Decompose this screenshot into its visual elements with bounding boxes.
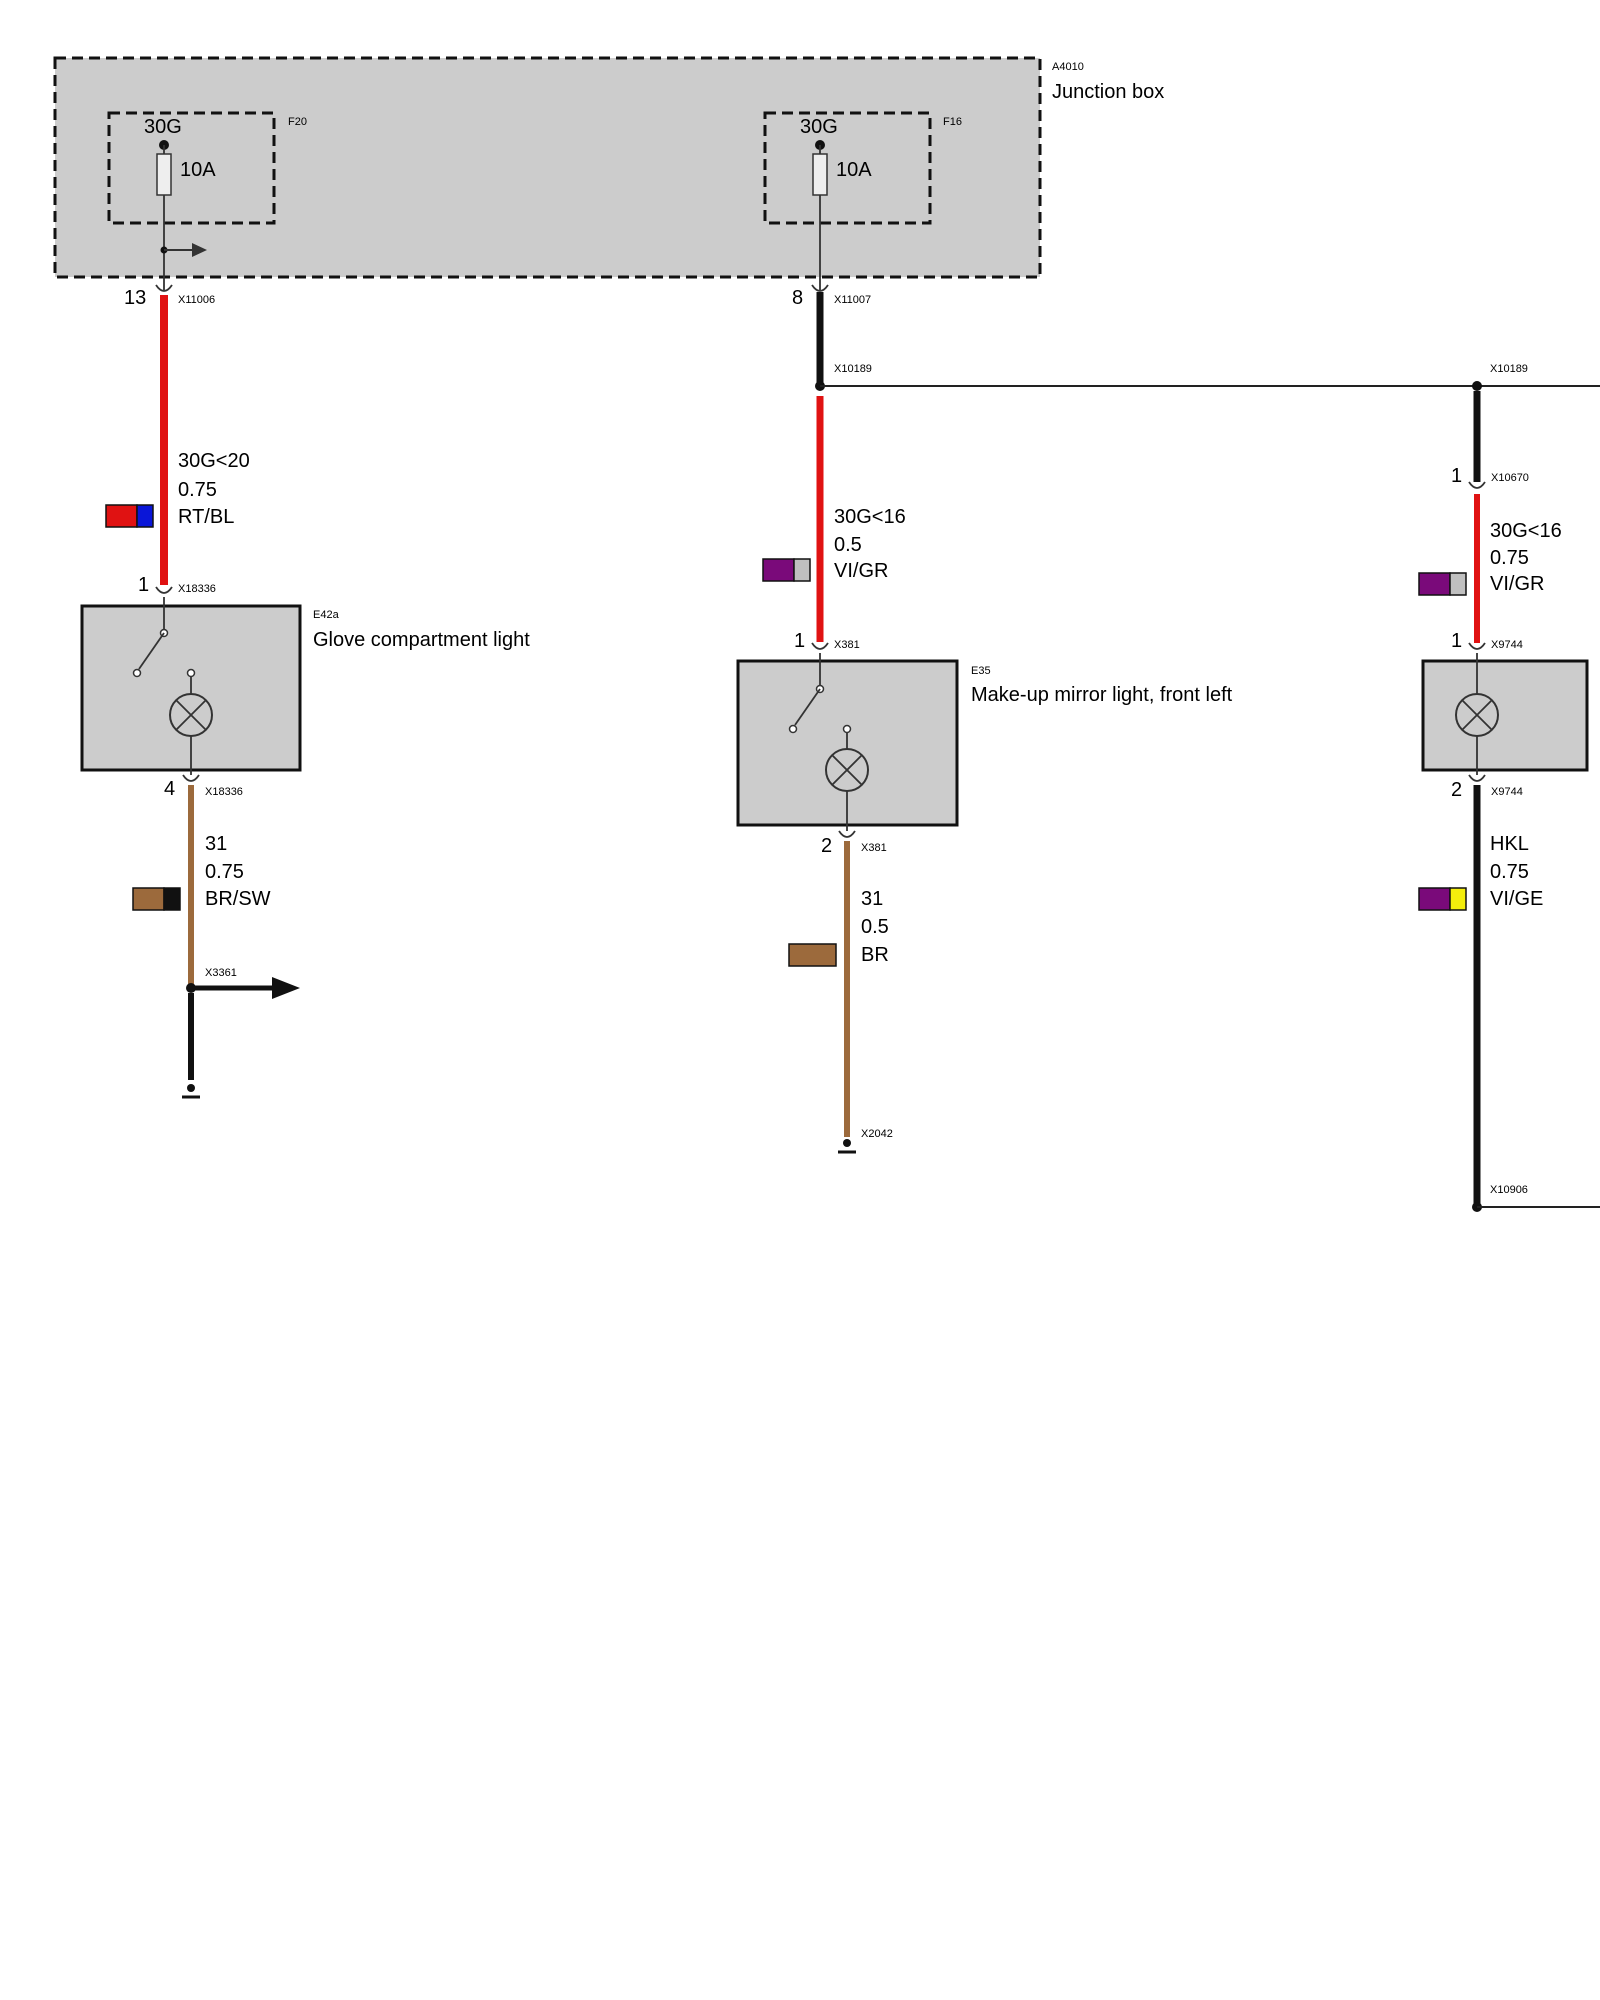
splice-x10189-right-id: X10189 xyxy=(1490,363,1528,375)
circuit-glove-compartment: 13 X11006 30G<20 0.75 RT/BL 1 X18336 E42… xyxy=(80,284,530,1099)
lamp-icon xyxy=(169,677,213,775)
connector-x18336-bottom-pin: 4 xyxy=(164,778,175,800)
component-e35-id: E35 xyxy=(971,665,991,677)
wire-size: 0.5 xyxy=(861,916,889,938)
wire-color-swatch xyxy=(1418,887,1467,911)
fuse-f16-rating: 10A xyxy=(836,159,872,181)
connector-x18336-bottom-id: X18336 xyxy=(205,786,243,798)
wire-color-code: BR/SW xyxy=(205,888,271,910)
wire-signal: 31 xyxy=(205,833,227,855)
wire-color-swatch xyxy=(762,558,811,582)
wire-color-code: BR xyxy=(861,944,889,966)
wire-color-swatch xyxy=(788,943,837,967)
fuse-f16: F16 30G 10A xyxy=(763,111,962,290)
fuse-f16-id: F16 xyxy=(943,116,962,128)
fuse-f20: F20 30G 10A xyxy=(107,111,307,290)
wire-signal: 30G<16 xyxy=(834,506,906,528)
connector-x18336-top-pin: 1 xyxy=(138,574,149,596)
lamp-icon xyxy=(1455,653,1499,775)
wire-size: 0.75 xyxy=(178,479,217,501)
wire-color-code: RT/BL xyxy=(178,506,234,528)
connector-x9744-top-id: X9744 xyxy=(1491,639,1523,651)
connector-x11007-id: X11007 xyxy=(834,294,871,306)
wire-size: 0.75 xyxy=(1490,861,1529,883)
connector-x9744-bottom-id: X9744 xyxy=(1491,786,1523,798)
connector-x10670-icon xyxy=(1468,481,1486,489)
connector-x11006-icon xyxy=(155,284,173,292)
connector-x11007-pin: 8 xyxy=(792,287,803,309)
wire-size: 0.5 xyxy=(834,534,862,556)
connector-x381-bottom-icon xyxy=(838,830,856,838)
wire-signal: 30G<16 xyxy=(1490,520,1562,542)
component-e42a-name: Glove compartment light xyxy=(313,629,530,651)
fuse-f20-terminal: 30G xyxy=(144,116,182,138)
connector-x18336-top-id: X18336 xyxy=(178,583,216,595)
junction-box-outline xyxy=(53,56,1042,279)
fuse-f20-outline xyxy=(107,111,276,225)
connector-x18336-bottom-icon xyxy=(182,774,200,782)
connector-x11007-icon xyxy=(811,284,829,292)
connector-x18336-top-icon xyxy=(155,586,173,594)
splice-x10189-right-dot xyxy=(1472,381,1482,391)
wire-color-code: VI/GR xyxy=(834,560,888,582)
circuit-right: X10189 1 X10670 30G<16 0.75 VI/GR 1 X974… xyxy=(1418,363,1600,1212)
wire-color-code: VI/GE xyxy=(1490,888,1543,910)
connector-x9744-bottom-pin: 2 xyxy=(1451,779,1462,801)
connector-x9744-bottom-icon xyxy=(1468,774,1486,782)
junction-box: A4010 Junction box F20 30G 10A F16 30G 1… xyxy=(53,56,1164,290)
wire-size: 0.75 xyxy=(205,861,244,883)
wire-signal: 31 xyxy=(861,888,883,910)
fuse-f20-rating: 10A xyxy=(180,159,216,181)
branch-arrow-icon xyxy=(192,243,207,257)
wire-signal: 30G<20 xyxy=(178,450,250,472)
connector-x9744-top-icon xyxy=(1468,642,1486,650)
junction-box-name: Junction box xyxy=(1052,81,1164,103)
switch-icon xyxy=(788,653,852,734)
lamp-icon xyxy=(825,733,869,831)
wire-color-swatch xyxy=(1418,572,1467,596)
wire-color-code: VI/GR xyxy=(1490,573,1544,595)
wire-signal: HKL xyxy=(1490,833,1529,855)
connector-x381-top-icon xyxy=(811,642,829,650)
ground-icon xyxy=(838,1139,856,1154)
switch-icon xyxy=(132,597,196,678)
component-right-box xyxy=(1421,659,1589,772)
splice-x3361-id: X3361 xyxy=(205,967,237,979)
junction-box-id: A4010 xyxy=(1052,61,1084,73)
wire-size: 0.75 xyxy=(1490,547,1529,569)
wire-color-swatch xyxy=(132,887,181,911)
connector-x10670-id: X10670 xyxy=(1491,472,1529,484)
ground-x2042-id: X2042 xyxy=(861,1128,893,1140)
circuit-mirror-light: 8 X11007 X10189 30G<16 0.5 VI/GR 1 X381 … xyxy=(736,284,1600,1154)
ground-icon xyxy=(182,1084,200,1099)
fuse-f20-icon xyxy=(156,153,172,196)
fuse-f16-terminal: 30G xyxy=(800,116,838,138)
connector-x9744-top-pin: 1 xyxy=(1451,630,1462,652)
component-e42a-id: E42a xyxy=(313,609,340,621)
arrow-right-icon xyxy=(272,977,300,999)
connector-x11006-id: X11006 xyxy=(178,294,215,306)
connector-x11006-pin: 13 xyxy=(124,287,146,309)
connector-x381-bottom-id: X381 xyxy=(861,842,887,854)
splice-x10189-id: X10189 xyxy=(834,363,872,375)
connector-x381-top-id: X381 xyxy=(834,639,860,651)
splice-x10906-id: X10906 xyxy=(1490,1184,1528,1196)
connector-x381-top-pin: 1 xyxy=(794,630,805,652)
wire-color-swatch xyxy=(105,504,154,528)
fuse-f16-outline xyxy=(763,111,932,225)
component-e35-name: Make-up mirror light, front left xyxy=(971,684,1233,706)
fuse-f20-id: F20 xyxy=(288,116,307,128)
connector-x10670-pin: 1 xyxy=(1451,465,1462,487)
fuse-f16-icon xyxy=(812,153,828,196)
connector-x381-bottom-pin: 2 xyxy=(821,835,832,857)
